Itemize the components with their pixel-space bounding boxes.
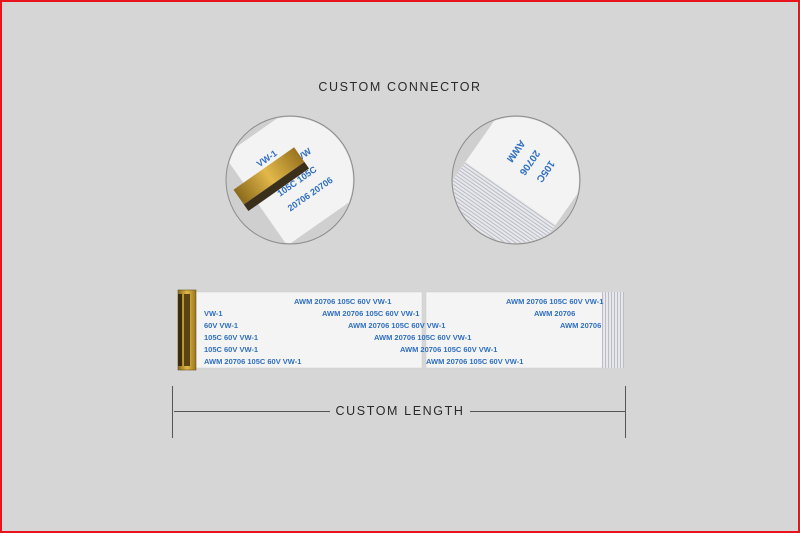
custom-length-caption: CUSTOM LENGTH: [2, 404, 798, 418]
cable-print-row-5: 105C 60V VW-1: [204, 345, 258, 354]
cable-print-row-4b: AWM 20706 105C 60V VW-1: [374, 333, 471, 342]
custom-length-label: CUSTOM LENGTH: [329, 404, 471, 418]
cable-print-row-1b: AWM 20706 105C 60V VW-1: [506, 297, 603, 306]
cable-print-row-5b: AWM 20706 105C 60V VW-1: [400, 345, 497, 354]
gold-connector: [177, 289, 197, 371]
cable-print-row-3c: AWM 20706: [560, 321, 601, 330]
cable-print-row-2b: AWM 20706 105C 60V VW-1: [322, 309, 419, 318]
length-tick-right: [625, 386, 626, 438]
cable-end-zoom-circle: AWM 20706 105C: [451, 115, 581, 245]
cable-print-row-3b: AWM 20706 105C 60V VW-1: [348, 321, 445, 330]
cable-print-row-6b: AWM 20706 105C 60V VW-1: [426, 357, 523, 366]
length-tick-left: [172, 386, 173, 438]
connector-zoom-circle: VW-1 60V 60V VW 105C 105C 20706 20706: [225, 115, 355, 245]
ffc-cable: AWM 20706 105C 60V VW-1 AWM 20706 105C 6…: [177, 289, 624, 371]
zoom-gold-connector: [233, 147, 310, 212]
cable-print-row-6: AWM 20706 105C 60V VW-1: [204, 357, 301, 366]
cable-print-row-1: AWM 20706 105C 60V VW-1: [294, 297, 391, 306]
cable-print-row-3: 60V VW-1: [204, 321, 238, 330]
cable-print-row-4: 105C 60V VW-1: [204, 333, 258, 342]
cable-print-row-2c: AWM 20706: [534, 309, 575, 318]
custom-connector-caption: CUSTOM CONNECTOR: [318, 80, 482, 94]
cable-print-row-2: VW-1: [204, 309, 223, 318]
